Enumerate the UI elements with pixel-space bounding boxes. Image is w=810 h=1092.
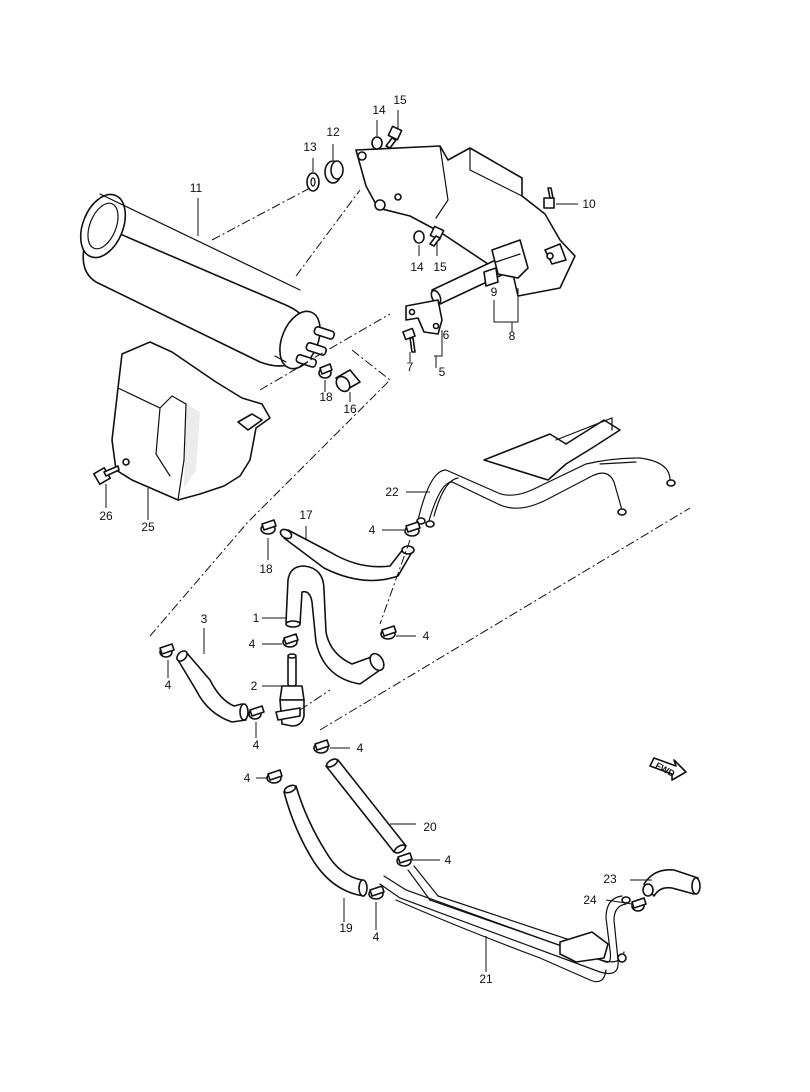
clamp-4-d xyxy=(159,643,175,658)
callout-4-b: 4 xyxy=(249,637,256,651)
callout-8: 8 xyxy=(509,329,516,343)
callout-4-h: 4 xyxy=(445,853,452,867)
callout-17: 17 xyxy=(299,508,313,522)
callout-20: 20 xyxy=(423,820,437,834)
callout-10: 10 xyxy=(582,197,596,211)
callout-22: 22 xyxy=(385,485,399,499)
grommet-13 xyxy=(306,172,320,192)
clamp-4-a xyxy=(404,521,421,537)
callout-3: 3 xyxy=(201,612,208,626)
bolt-15-lower xyxy=(429,225,445,247)
bolt-26 xyxy=(93,465,120,485)
callout-12: 12 xyxy=(326,125,340,139)
hose-17 xyxy=(279,528,415,582)
clamp-4-c xyxy=(380,625,397,640)
bolt-15-top xyxy=(385,125,403,149)
bolt-10 xyxy=(543,187,555,209)
hose-20 xyxy=(325,758,407,854)
clamp-18-mid xyxy=(260,519,277,535)
callout-7: 7 xyxy=(407,360,414,374)
callout-21: 21 xyxy=(479,972,493,986)
callout-11: 11 xyxy=(190,181,203,195)
canister xyxy=(79,193,336,370)
callout-18-mid: 18 xyxy=(259,562,273,576)
canister-cover xyxy=(111,341,271,501)
clamp-4-b xyxy=(282,633,299,648)
callout-23: 23 xyxy=(603,872,617,886)
callout-15-top: 15 xyxy=(393,93,407,107)
callouts: 11 13 12 14 15 14 15 10 9 8 6 7 5 18 16 … xyxy=(99,93,617,986)
callout-4-g: 4 xyxy=(244,771,251,785)
callout-4-a: 4 xyxy=(369,523,376,537)
callout-13: 13 xyxy=(303,140,317,154)
washer-14-lower xyxy=(413,230,425,244)
clamp-24 xyxy=(631,897,647,912)
hose-3 xyxy=(176,650,249,723)
callout-25: 25 xyxy=(141,520,155,534)
callout-4-c: 4 xyxy=(423,629,430,643)
callout-19: 19 xyxy=(339,921,353,935)
callout-4-e: 4 xyxy=(253,738,260,752)
pipe-assy-21 xyxy=(379,865,631,983)
hose-1 xyxy=(285,565,385,685)
hose-19 xyxy=(283,784,368,897)
callout-18-top: 18 xyxy=(319,390,333,404)
callout-1: 1 xyxy=(253,611,260,625)
callout-4-f: 4 xyxy=(357,741,364,755)
hose-23 xyxy=(642,868,701,897)
cap-16 xyxy=(335,369,361,393)
bracket-plate xyxy=(405,299,443,335)
reference-lines xyxy=(149,187,691,731)
clamp-18-top xyxy=(318,363,333,379)
clamp-4-i xyxy=(368,885,385,900)
washer-14-top xyxy=(371,136,383,150)
canister-bracket xyxy=(355,145,576,305)
callout-2: 2 xyxy=(251,679,258,693)
leader-lines xyxy=(105,110,652,972)
bolt-7 xyxy=(402,327,416,353)
callout-4-i: 4 xyxy=(373,930,380,944)
callout-16: 16 xyxy=(343,402,357,416)
callout-5: 5 xyxy=(439,365,446,379)
grommet-12 xyxy=(324,160,344,184)
callout-14-top: 14 xyxy=(372,103,386,117)
callout-24: 24 xyxy=(583,893,597,907)
callout-4-d: 4 xyxy=(165,678,172,692)
pipe-assy-22 xyxy=(416,417,676,528)
clamp-4-e xyxy=(248,705,265,720)
valve-2 xyxy=(275,653,305,727)
callout-9: 9 xyxy=(491,285,498,299)
clip-9 xyxy=(483,267,499,287)
fwd-arrow-icon: FWD xyxy=(649,757,687,781)
clamp-4-g xyxy=(266,769,283,784)
clamp-4-h xyxy=(396,852,413,867)
callout-26: 26 xyxy=(99,509,113,523)
callout-15-lower: 15 xyxy=(433,260,447,274)
callout-14-lower: 14 xyxy=(410,260,424,274)
callout-6: 6 xyxy=(443,328,450,342)
clamp-4-f xyxy=(313,739,330,754)
